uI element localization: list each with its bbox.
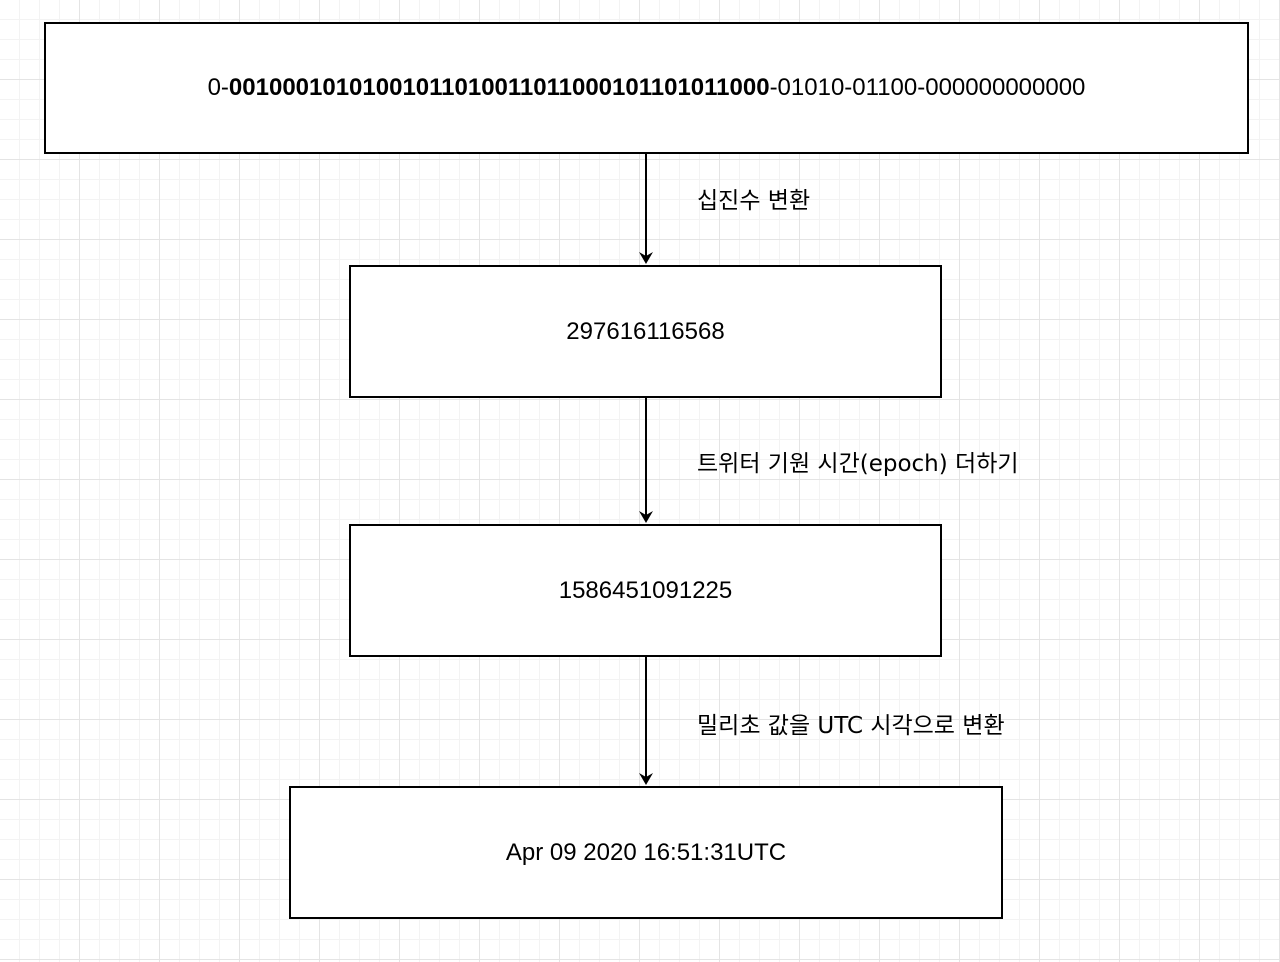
sign-bit-text: 0- bbox=[207, 74, 229, 101]
epoch-ms-box: 1586451091225 bbox=[349, 524, 942, 657]
edge-label-utc-conversion: 밀리초 값을 UTC 시각으로 변환 bbox=[697, 713, 1005, 739]
utc-time-box: Apr 09 2020 16:51:31UTC bbox=[289, 786, 1003, 919]
remaining-bits-text: -01010-01100-000000000000 bbox=[769, 74, 1086, 101]
utc-time-text: Apr 09 2020 16:51:31UTC bbox=[505, 838, 787, 866]
edge-label-decimal-conversion: 십진수 변환 bbox=[697, 188, 811, 214]
decimal-value-text: 297616116568 bbox=[566, 317, 725, 345]
binary-id-box: 0-00100010101001011010011011000101101011… bbox=[44, 22, 1249, 154]
decimal-value-box: 297616116568 bbox=[349, 265, 942, 398]
epoch-ms-text: 1586451091225 bbox=[558, 576, 733, 604]
timestamp-bits-text: 0010001010100101101001101100010110101100… bbox=[228, 74, 770, 101]
edge-label-add-epoch: 트위터 기원 시간(epoch) 더하기 bbox=[697, 451, 1019, 477]
